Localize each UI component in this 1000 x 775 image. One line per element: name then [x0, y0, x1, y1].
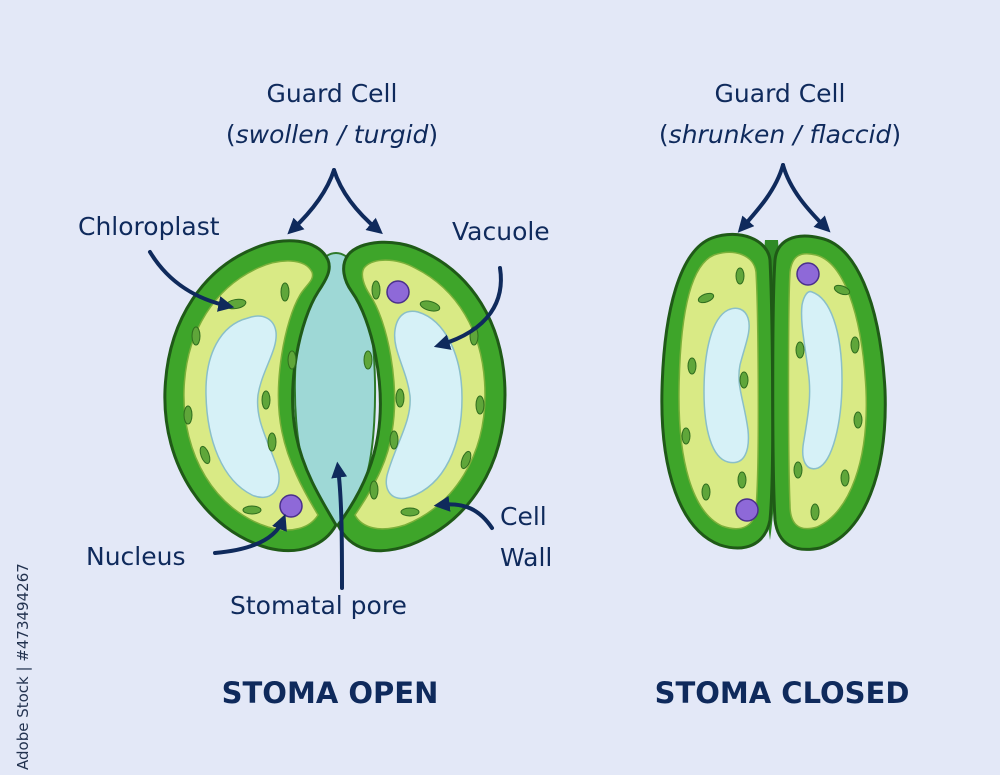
closed-left-guard-cell	[660, 232, 775, 550]
arrow-chloroplast	[148, 250, 235, 312]
closed-guard-cell-label: Guard Cell	[715, 79, 846, 108]
arrow-closed-guard-cell-right	[781, 163, 831, 233]
open-left-guard-cell	[163, 239, 338, 553]
arrow-guard-cell-left	[287, 168, 336, 235]
arrow-vacuole	[433, 266, 503, 350]
arrow-cell-wall	[433, 495, 494, 530]
open-right-guard-cell	[336, 240, 507, 553]
closed-left-nucleus	[735, 498, 759, 522]
stoma-open-title: STOMA OPEN	[222, 676, 439, 710]
stock-credit: Adobe Stock | #473494267	[14, 563, 32, 770]
open-left-vacuole	[205, 315, 280, 499]
stoma-open-diagram	[148, 168, 507, 590]
arrow-guard-cell-right	[332, 168, 383, 235]
open-right-nucleus	[386, 280, 410, 304]
cell-wall-label-line1: Cell	[500, 502, 547, 531]
closed-left-vacuole	[703, 307, 750, 464]
open-guard-cell-state: (swollen / turgid)	[226, 120, 438, 149]
arrow-stomatal-pore	[331, 461, 348, 590]
open-left-nucleus	[279, 494, 303, 518]
vacuole-label: Vacuole	[452, 217, 550, 246]
cell-wall-label-line2: Wall	[500, 543, 552, 572]
chloroplast-label: Chloroplast	[78, 212, 220, 241]
open-right-vacuole	[385, 310, 463, 500]
open-guard-cell-label: Guard Cell	[267, 79, 398, 108]
closed-right-vacuole	[800, 290, 843, 470]
stoma-closed-title: STOMA CLOSED	[655, 676, 910, 710]
nucleus-label: Nucleus	[86, 542, 186, 571]
stoma-closed-diagram	[660, 163, 887, 551]
arrow-closed-guard-cell-left	[737, 163, 785, 233]
stomatal-pore-label: Stomatal pore	[230, 591, 407, 620]
closed-right-guard-cell	[771, 234, 887, 551]
closed-guard-cell-state: (shrunken / flaccid)	[659, 120, 901, 149]
closed-right-nucleus	[796, 262, 820, 286]
arrow-nucleus	[213, 514, 287, 555]
